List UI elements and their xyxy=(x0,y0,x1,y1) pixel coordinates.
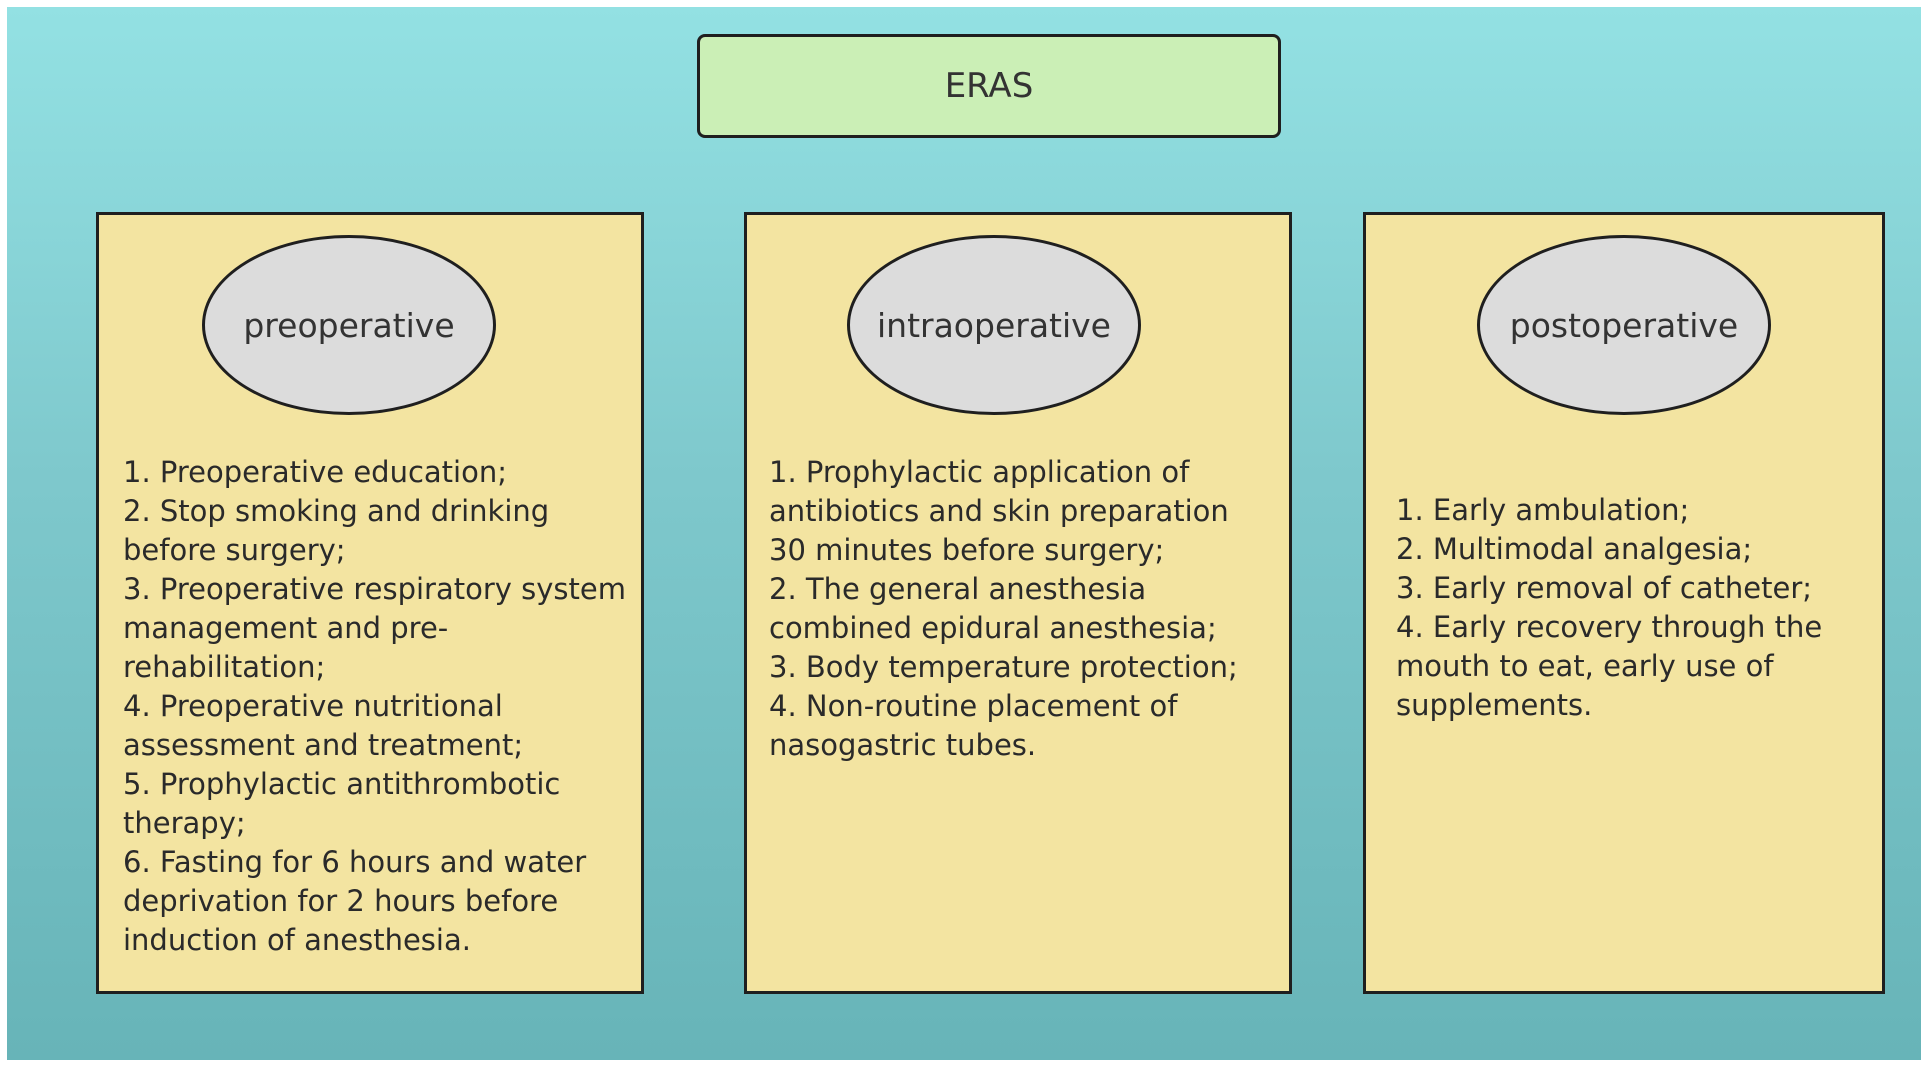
list-item: 4. Non-routine placement of nasogastric … xyxy=(769,689,1178,762)
preoperative-heading: preoperative xyxy=(243,305,455,345)
intraoperative-column: intraoperative 1. Prophylactic applicati… xyxy=(744,212,1292,994)
list-item: 4. Preoperative nutritional assessment a… xyxy=(123,689,524,762)
list-item: 3. Preoperative respiratory system manag… xyxy=(123,572,626,684)
intraoperative-ellipse: intraoperative xyxy=(847,235,1141,415)
postoperative-ellipse: postoperative xyxy=(1477,235,1771,415)
list-item: 5. Prophylactic antithrombotic therapy; xyxy=(123,767,561,840)
list-item: 3. Early removal of catheter; xyxy=(1396,571,1813,605)
postoperative-item-list: 1. Early ambulation; 2. Multimodal analg… xyxy=(1396,491,1876,725)
list-item: 3. Body temperature protection; xyxy=(769,650,1238,684)
preoperative-column: preoperative 1. Preoperative education; … xyxy=(96,212,644,994)
postoperative-column: postoperative 1. Early ambulation; 2. Mu… xyxy=(1363,212,1885,994)
list-item: 1. Early ambulation; xyxy=(1396,493,1690,527)
preoperative-ellipse: preoperative xyxy=(202,235,496,415)
intraoperative-heading: intraoperative xyxy=(877,305,1111,345)
diagram-canvas: ERAS preoperative 1. Preoperative educat… xyxy=(7,7,1921,1060)
list-item: 6. Fasting for 6 hours and water depriva… xyxy=(123,845,587,957)
list-item: 4. Early recovery through the mouth to e… xyxy=(1396,610,1823,722)
list-item: 2. Stop smoking and drinking before surg… xyxy=(123,494,550,567)
intraoperative-item-list: 1. Prophylactic application of antibioti… xyxy=(769,453,1274,765)
eras-title-box: ERAS xyxy=(697,34,1281,138)
list-item: 1. Preoperative education; xyxy=(123,455,507,489)
list-item: 1. Prophylactic application of antibioti… xyxy=(769,455,1229,567)
list-item: 2. Multimodal analgesia; xyxy=(1396,532,1753,566)
postoperative-heading: postoperative xyxy=(1509,305,1739,345)
eras-title: ERAS xyxy=(944,66,1034,106)
preoperative-item-list: 1. Preoperative education; 2. Stop smoki… xyxy=(123,453,628,960)
list-item: 2. The general anesthesia combined epidu… xyxy=(769,572,1217,645)
